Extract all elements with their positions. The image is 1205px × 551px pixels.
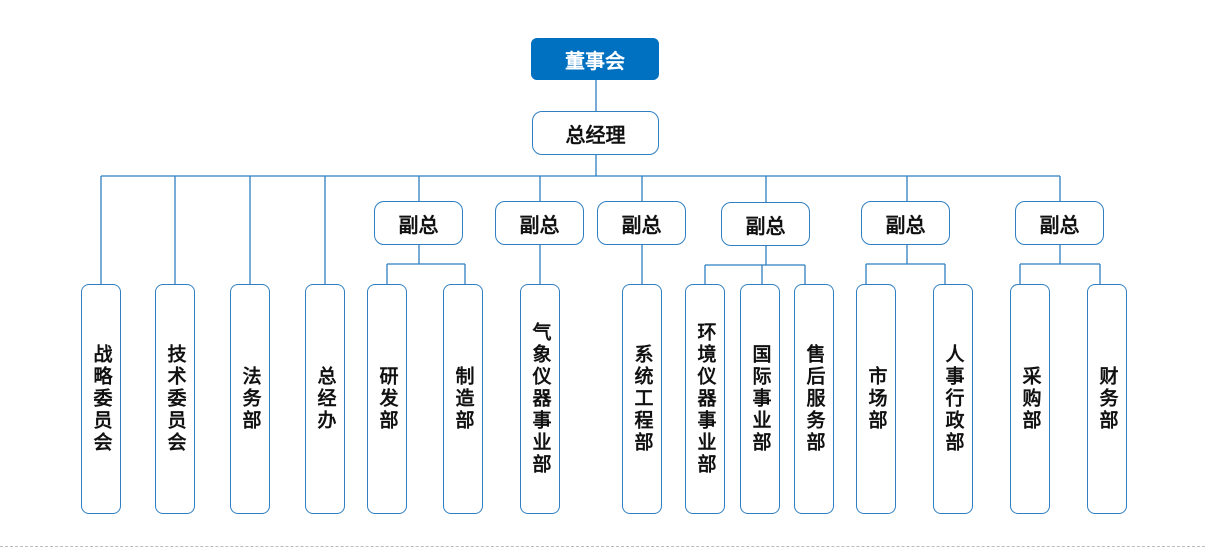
dept-gm-office: 总经办	[305, 284, 345, 514]
bottom-divider	[0, 546, 1205, 547]
dept-meteorological-instruments: 气象仪器事业部	[520, 284, 560, 514]
board-node: 董事会	[531, 38, 659, 80]
dept-after-sales: 售后服务部	[794, 284, 834, 514]
vp-node-4: 副总	[721, 202, 810, 246]
dept-environmental-instruments: 环境仪器事业部	[685, 284, 725, 514]
general-manager-node: 总经理	[532, 111, 659, 155]
dept-international: 国际事业部	[740, 284, 780, 514]
dept-hr-admin: 人事行政部	[933, 284, 973, 514]
dept-systems-engineering: 系统工程部	[622, 284, 662, 514]
dept-strategy-committee: 战略委员会	[81, 284, 121, 514]
dept-tech-committee: 技术委员会	[155, 284, 195, 514]
vp-node-5: 副总	[861, 201, 950, 245]
dept-rnd: 研发部	[367, 284, 407, 514]
vp-node-3: 副总	[597, 201, 686, 245]
dept-finance: 财务部	[1087, 284, 1127, 514]
vp-node-1: 副总	[374, 201, 463, 245]
dept-procurement: 采购部	[1010, 284, 1050, 514]
dept-legal: 法务部	[230, 284, 270, 514]
vp-node-2: 副总	[495, 201, 584, 245]
dept-manufacturing: 制造部	[443, 284, 483, 514]
vp-node-6: 副总	[1015, 201, 1104, 245]
dept-marketing: 市场部	[856, 284, 896, 514]
